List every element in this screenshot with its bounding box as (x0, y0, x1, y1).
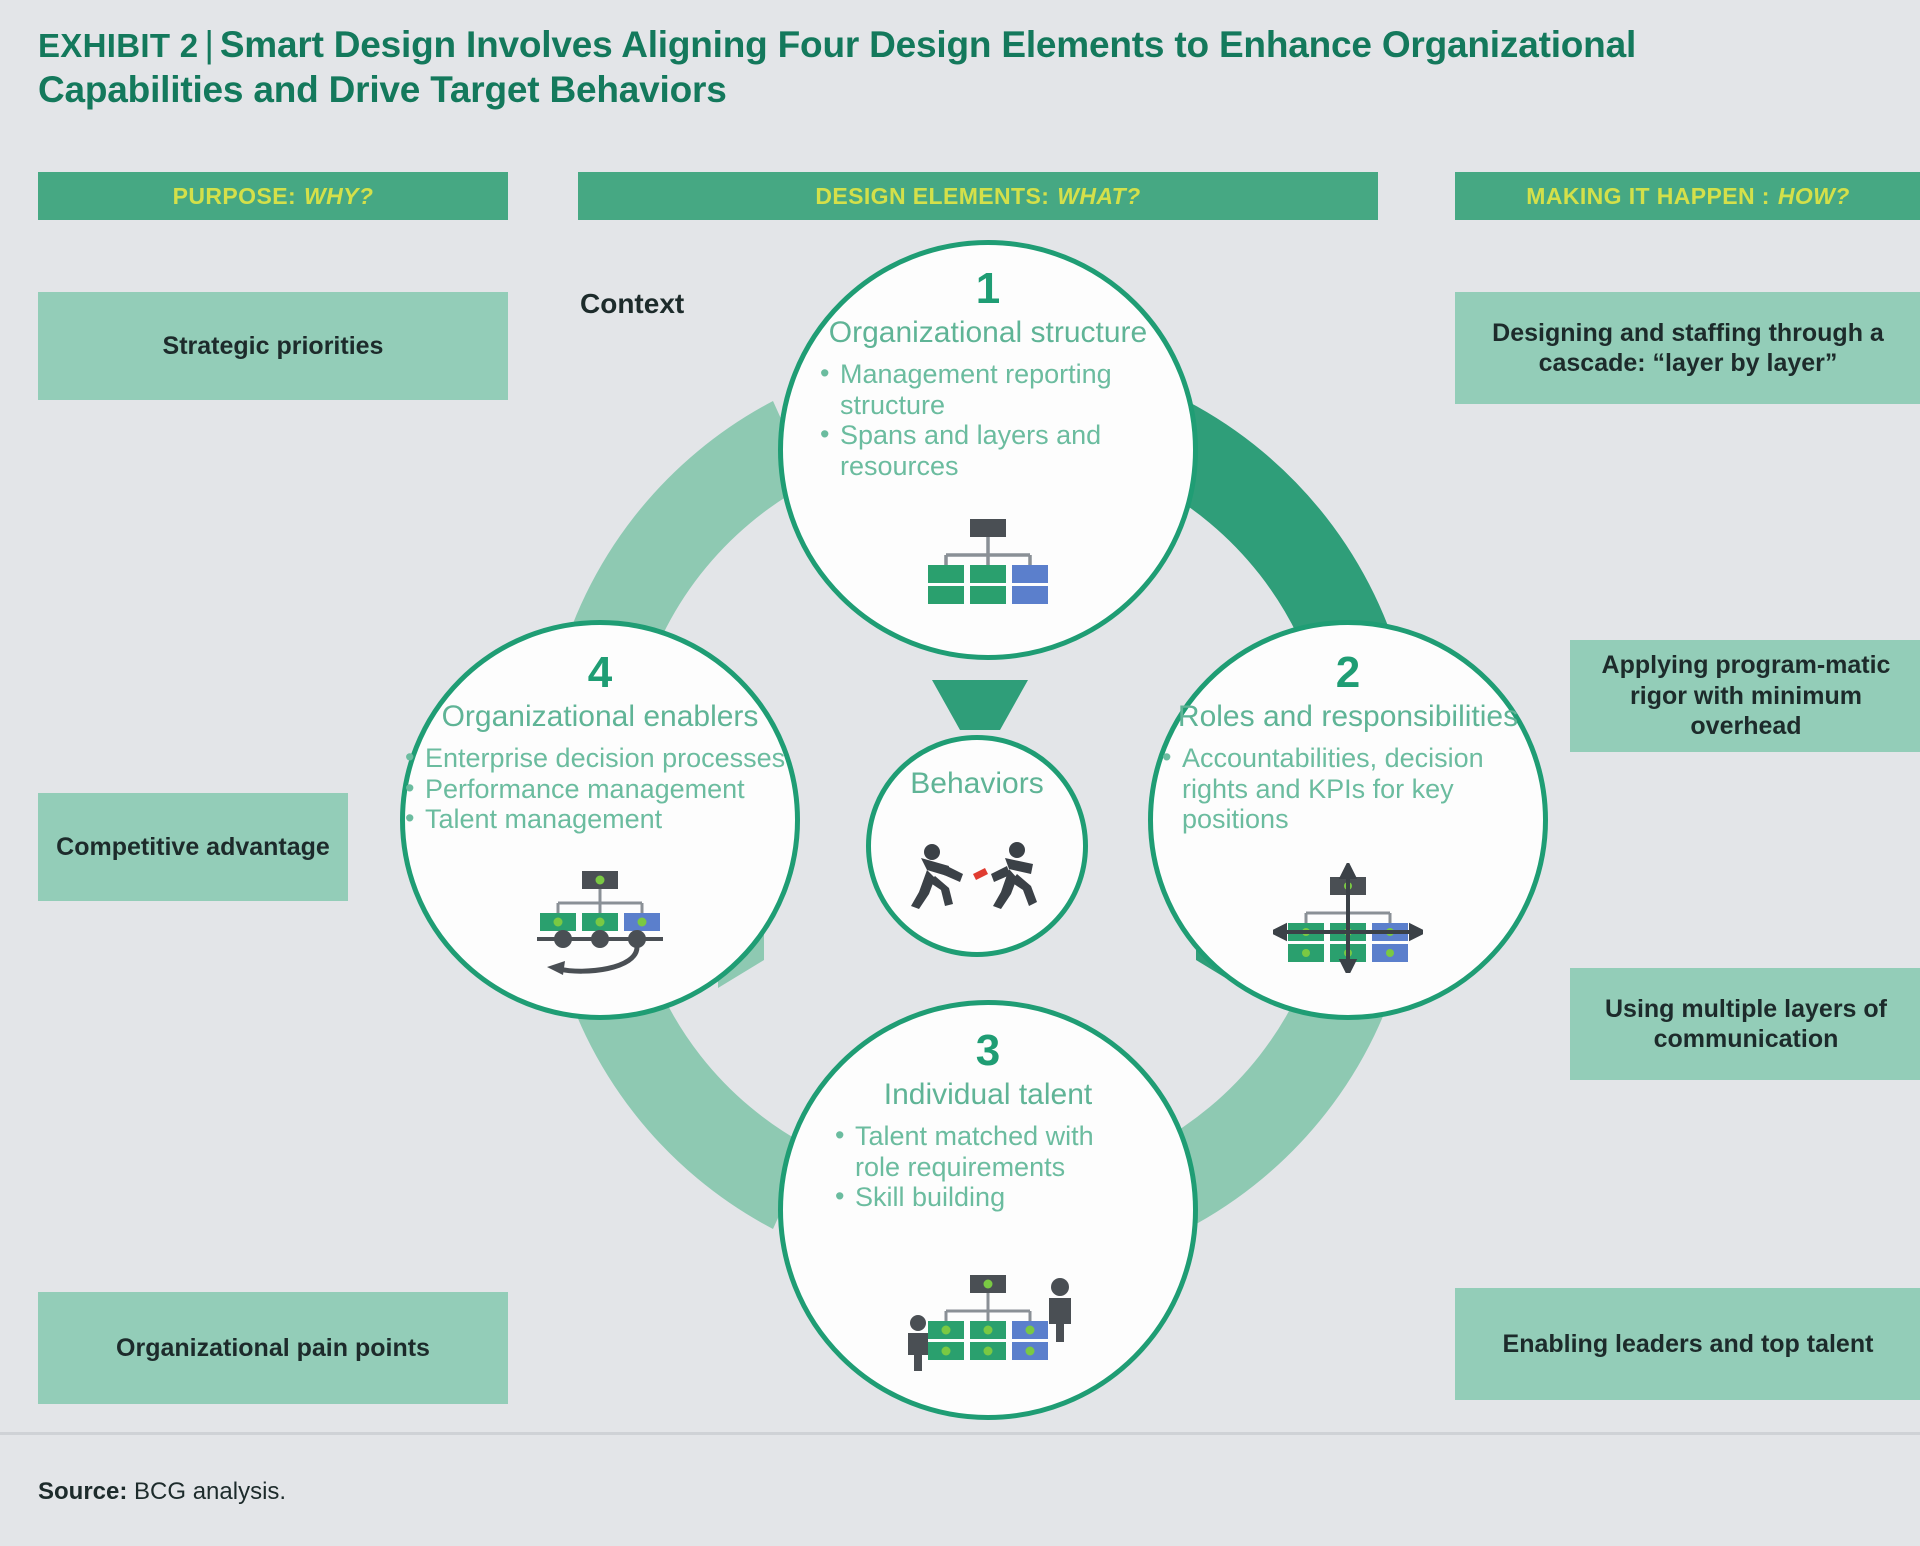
bullet-item: Performance management (403, 773, 791, 805)
left-box-label: Organizational pain points (116, 1333, 430, 1362)
element-circle-3[interactable]: 3 Individual talent Talent matched with … (778, 1000, 1198, 1420)
element-number: 2 (1335, 648, 1361, 697)
source-text: BCG analysis. (134, 1478, 287, 1505)
footer-divider (0, 1432, 1920, 1435)
center-circle-behaviors[interactable]: Behaviors (866, 735, 1088, 957)
element-bullets: Talent matched with role requirements Sk… (833, 1120, 1143, 1213)
source-label: Source: (38, 1478, 128, 1505)
element-title: Organizational structure (828, 316, 1148, 349)
element-number: 1 (975, 264, 1001, 313)
element-icon-wrap (405, 869, 795, 981)
title-divider: | (204, 24, 214, 65)
header-making-label: MAKING IT HAPPEN : (1526, 182, 1770, 209)
bullet-item: Management reporting structure (818, 358, 1158, 420)
right-box-label: Using multiple layers of communication (1604, 994, 1887, 1054)
context-label: Context (580, 288, 685, 319)
connector-top (932, 680, 1028, 730)
element-title: Roles and responsibilities (1177, 700, 1519, 733)
center-icon-wrap (871, 836, 1083, 916)
exhibit-number: EXHIBIT 2 (38, 27, 199, 64)
element-bullets: Enterprise decision processes Performanc… (403, 742, 791, 835)
left-box-organizational-pain-points: Organizational pain points (38, 1292, 508, 1404)
org-chart-people-icon (908, 1275, 1071, 1371)
bullet-item: Talent management (403, 803, 791, 835)
left-box-competitive-advantage: Competitive advantage (38, 793, 348, 901)
bullet-item: Accountabilities, decision rights and KP… (1160, 742, 1532, 835)
header-bar-purpose: PURPOSE: WHY? (38, 172, 508, 220)
right-box-layers-of-communication: Using multiple layers of communication (1570, 968, 1920, 1080)
right-box-designing-and-staffing: Designing and staffing through a cascade… (1455, 292, 1920, 404)
header-purpose-label: PURPOSE: (172, 182, 297, 209)
baton-icon (973, 868, 988, 880)
element-circle-1[interactable]: 1 Organizational structure Management re… (778, 240, 1198, 660)
org-chart-loop-icon (537, 871, 663, 975)
element-number: 4 (587, 648, 613, 697)
header-making-emphasis: HOW? (1777, 182, 1850, 209)
person-right-icon (1049, 1278, 1071, 1342)
right-box-label: Applying program-matic rigor with minimu… (1601, 651, 1891, 741)
left-box-label: Competitive advantage (56, 832, 330, 861)
page-title: EXHIBIT 2|Smart Design Involves Aligning… (38, 22, 1738, 112)
element-circle-4[interactable]: 4 Organizational enablers Enterprise dec… (400, 620, 800, 1020)
right-box-label: Enabling leaders and top talent (1502, 1329, 1874, 1358)
bullet-item: Spans and layers and resources (818, 419, 1158, 481)
person-left-icon (908, 1315, 928, 1371)
element-number: 3 (975, 1026, 1001, 1075)
header-purpose-emphasis: WHY? (304, 182, 374, 209)
bullet-item: Skill building (833, 1181, 1143, 1213)
relay-runners-icon (911, 842, 1037, 909)
header-design-label: DESIGN ELEMENTS: (815, 182, 1050, 209)
header-bar-design-elements: DESIGN ELEMENTS: WHAT? (578, 172, 1378, 220)
title-headline: Smart Design Involves Aligning Four Desi… (38, 24, 1637, 111)
org-chart-arrows-icon (1273, 863, 1423, 973)
bullet-item: Enterprise decision processes (403, 742, 791, 774)
element-icon-wrap (783, 1267, 1193, 1371)
element-icon-wrap (783, 517, 1193, 613)
element-bullets: Management reporting structure Spans and… (818, 358, 1158, 481)
left-box-strategic-priorities: Strategic priorities (38, 292, 508, 400)
runner-right-icon (991, 842, 1037, 909)
header-design-emphasis: WHAT? (1057, 182, 1141, 209)
right-box-enabling-leaders: Enabling leaders and top talent (1455, 1288, 1920, 1400)
left-box-label: Strategic priorities (162, 331, 384, 360)
center-title: Behaviors (910, 767, 1044, 800)
element-circle-2[interactable]: 2 Roles and responsibilities Accountabil… (1148, 620, 1548, 1020)
right-box-label: Designing and staffing through a cascade… (1492, 318, 1884, 378)
org-chart-icon (928, 519, 1048, 604)
right-box-programmatic-rigor: Applying program-matic rigor with minimu… (1570, 640, 1920, 752)
runner-left-icon (911, 844, 963, 909)
source-line: Source: BCG analysis. (38, 1478, 286, 1506)
element-icon-wrap (1153, 863, 1543, 973)
element-bullets: Accountabilities, decision rights and KP… (1160, 742, 1532, 835)
element-title: Organizational enablers (441, 700, 759, 733)
header-bar-making-it-happen: MAKING IT HAPPEN : HOW? (1455, 172, 1920, 220)
element-title: Individual talent (883, 1078, 1093, 1111)
bullet-item: Talent matched with role requirements (833, 1120, 1143, 1182)
